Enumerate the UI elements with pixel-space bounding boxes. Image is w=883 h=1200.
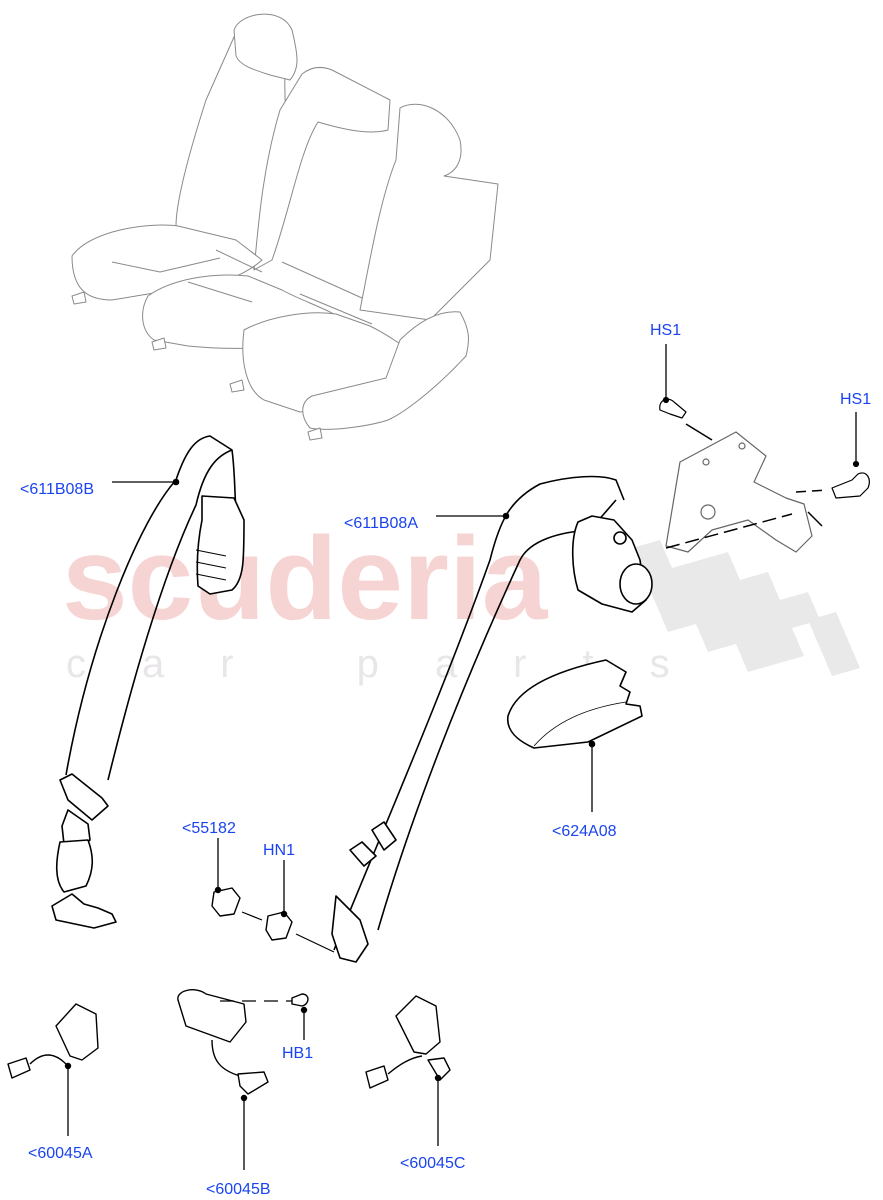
callout-HN1[interactable]: HN1 <box>263 842 296 859</box>
retractor-cover <box>507 659 643 812</box>
buckles <box>7 989 451 1170</box>
nuts <box>211 838 335 953</box>
seat-belt-assembly-right <box>331 475 653 963</box>
callout-60045C[interactable]: <60045C <box>400 1155 466 1172</box>
callout-624A08[interactable]: <624A08 <box>552 823 617 840</box>
anchor-bracket <box>659 344 870 553</box>
callout-55182[interactable]: <55182 <box>182 820 236 837</box>
callout-611B08B[interactable]: <611B08B <box>20 481 94 498</box>
seat-belt-assembly-left <box>51 435 245 929</box>
callout-HS1-right[interactable]: HS1 <box>840 391 872 408</box>
rear-seat-illustration <box>71 13 499 441</box>
callout-HB1[interactable]: HB1 <box>282 1045 314 1062</box>
callout-60045B[interactable]: <60045B <box>206 1181 271 1198</box>
callout-60045A[interactable]: <60045A <box>28 1145 93 1162</box>
callout-611B08A[interactable]: <611B08A <box>344 515 418 532</box>
callout-HS1-upper[interactable]: HS1 <box>650 322 682 339</box>
